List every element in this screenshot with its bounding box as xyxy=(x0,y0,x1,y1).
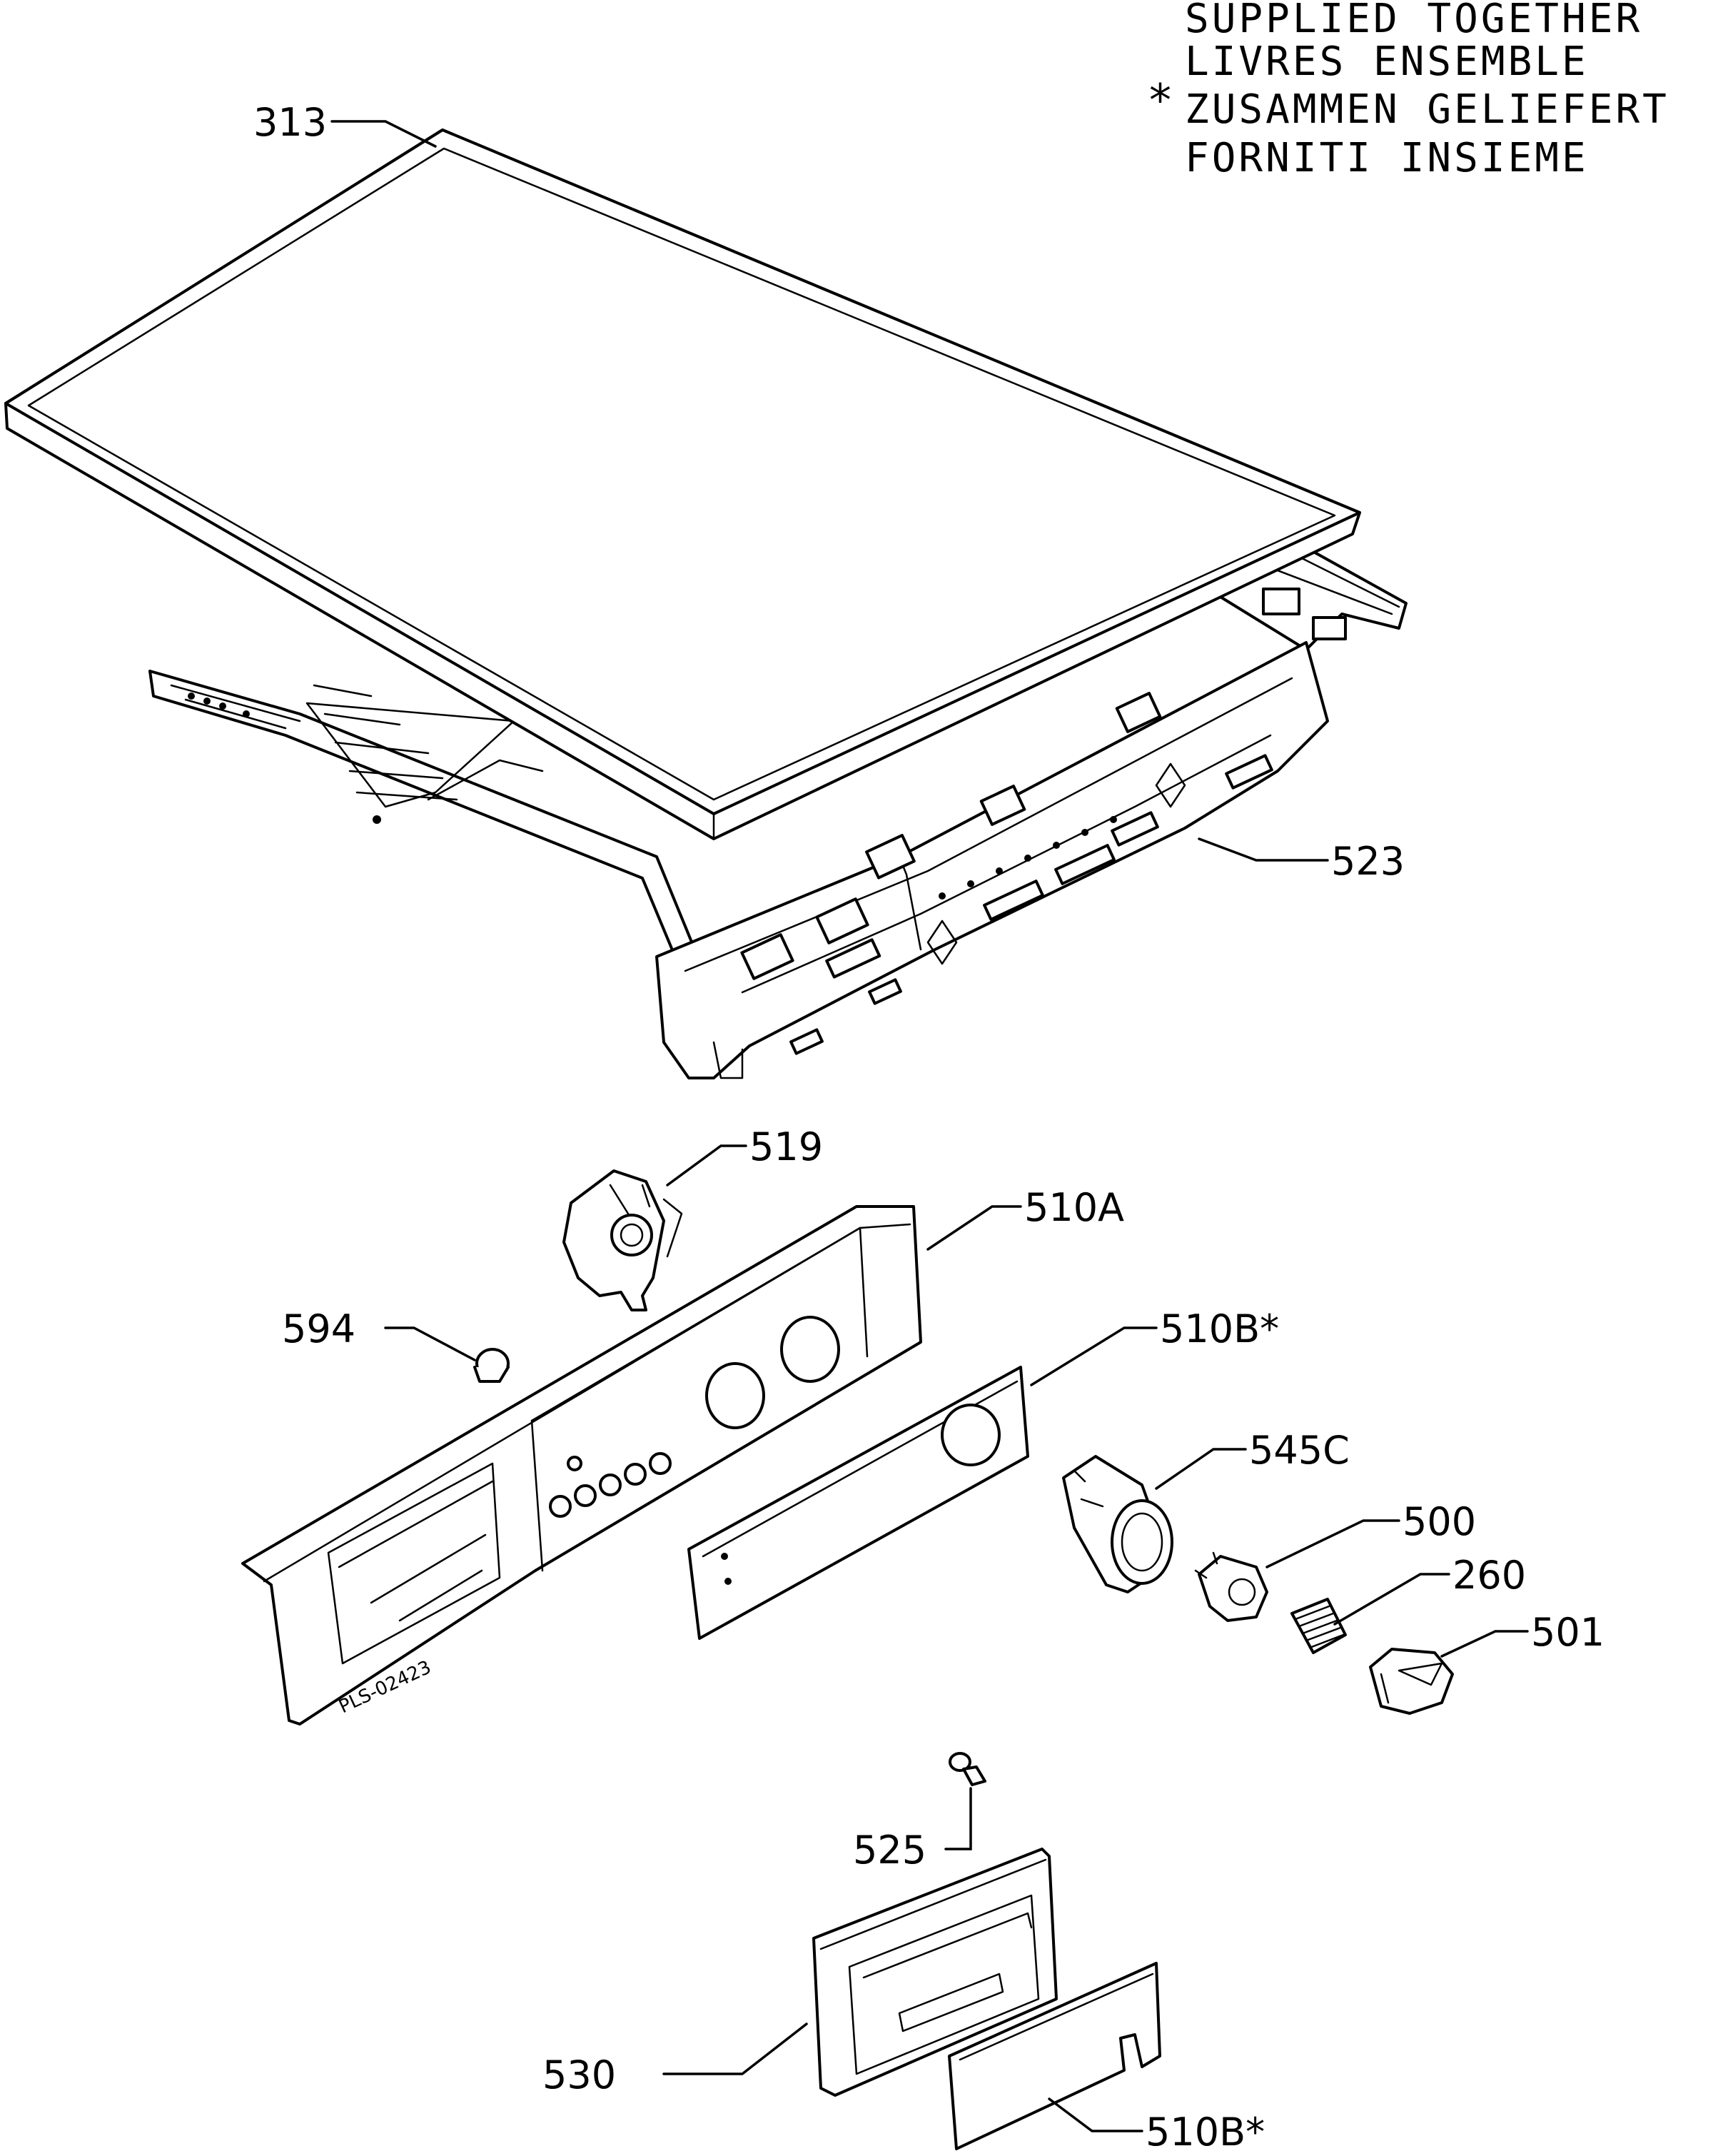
part-545c-lamp-holder xyxy=(1062,1455,1173,1593)
callout-519: 519 xyxy=(749,1124,823,1169)
note-line-de: ZUSAMMEN GELIEFERT xyxy=(1185,86,1669,133)
part-530-drawer-front xyxy=(812,1848,1058,2097)
leader-lines xyxy=(330,120,1529,2132)
note-line-en: SUPPLIED TOGETHER xyxy=(1185,0,1642,42)
note-line-fr: LIVRES ENSEMBLE xyxy=(1185,39,1589,85)
callout-260: 260 xyxy=(1452,1553,1526,1598)
callout-313: 313 xyxy=(253,100,327,145)
callout-501: 501 xyxy=(1531,1610,1605,1655)
note-line-it: FORNITI INSIEME xyxy=(1185,135,1589,181)
part-519-bracket xyxy=(562,1169,683,1311)
part-510b-trim-lower xyxy=(948,1962,1161,2150)
part-525-screw xyxy=(949,1752,986,1786)
callout-510b-lower: 510B* xyxy=(1146,2110,1265,2155)
callout-510b-upper: 510B* xyxy=(1160,1306,1279,1351)
callout-525: 525 xyxy=(853,1828,926,1873)
part-500-holder xyxy=(1194,1551,1268,1622)
part-510a-fascia: PLS-02423 xyxy=(241,1205,922,1726)
part-260-spring xyxy=(1290,1598,1347,1654)
callout-510a: 510A xyxy=(1024,1185,1124,1230)
supplied-together-note: SUPPLIED TOGETHER LIVRES ENSEMBLE * ZUSA… xyxy=(1149,0,1669,181)
callout-500: 500 xyxy=(1403,1499,1476,1544)
note-asterisk: * xyxy=(1149,74,1171,126)
part-594-cap xyxy=(473,1348,510,1383)
part-523-panel-frame xyxy=(148,530,1408,1079)
callout-530: 530 xyxy=(542,2052,616,2097)
callout-labels: 313 523 519 510A 594 510B* 545C 500 260 … xyxy=(253,100,1605,2155)
callout-594: 594 xyxy=(282,1306,355,1351)
part-501-knob xyxy=(1369,1648,1454,1715)
part-510b-strip-upper xyxy=(687,1366,1029,1640)
callout-523: 523 xyxy=(1331,839,1405,884)
part-313-top-lid xyxy=(4,129,1361,840)
callout-545c: 545C xyxy=(1249,1428,1350,1473)
